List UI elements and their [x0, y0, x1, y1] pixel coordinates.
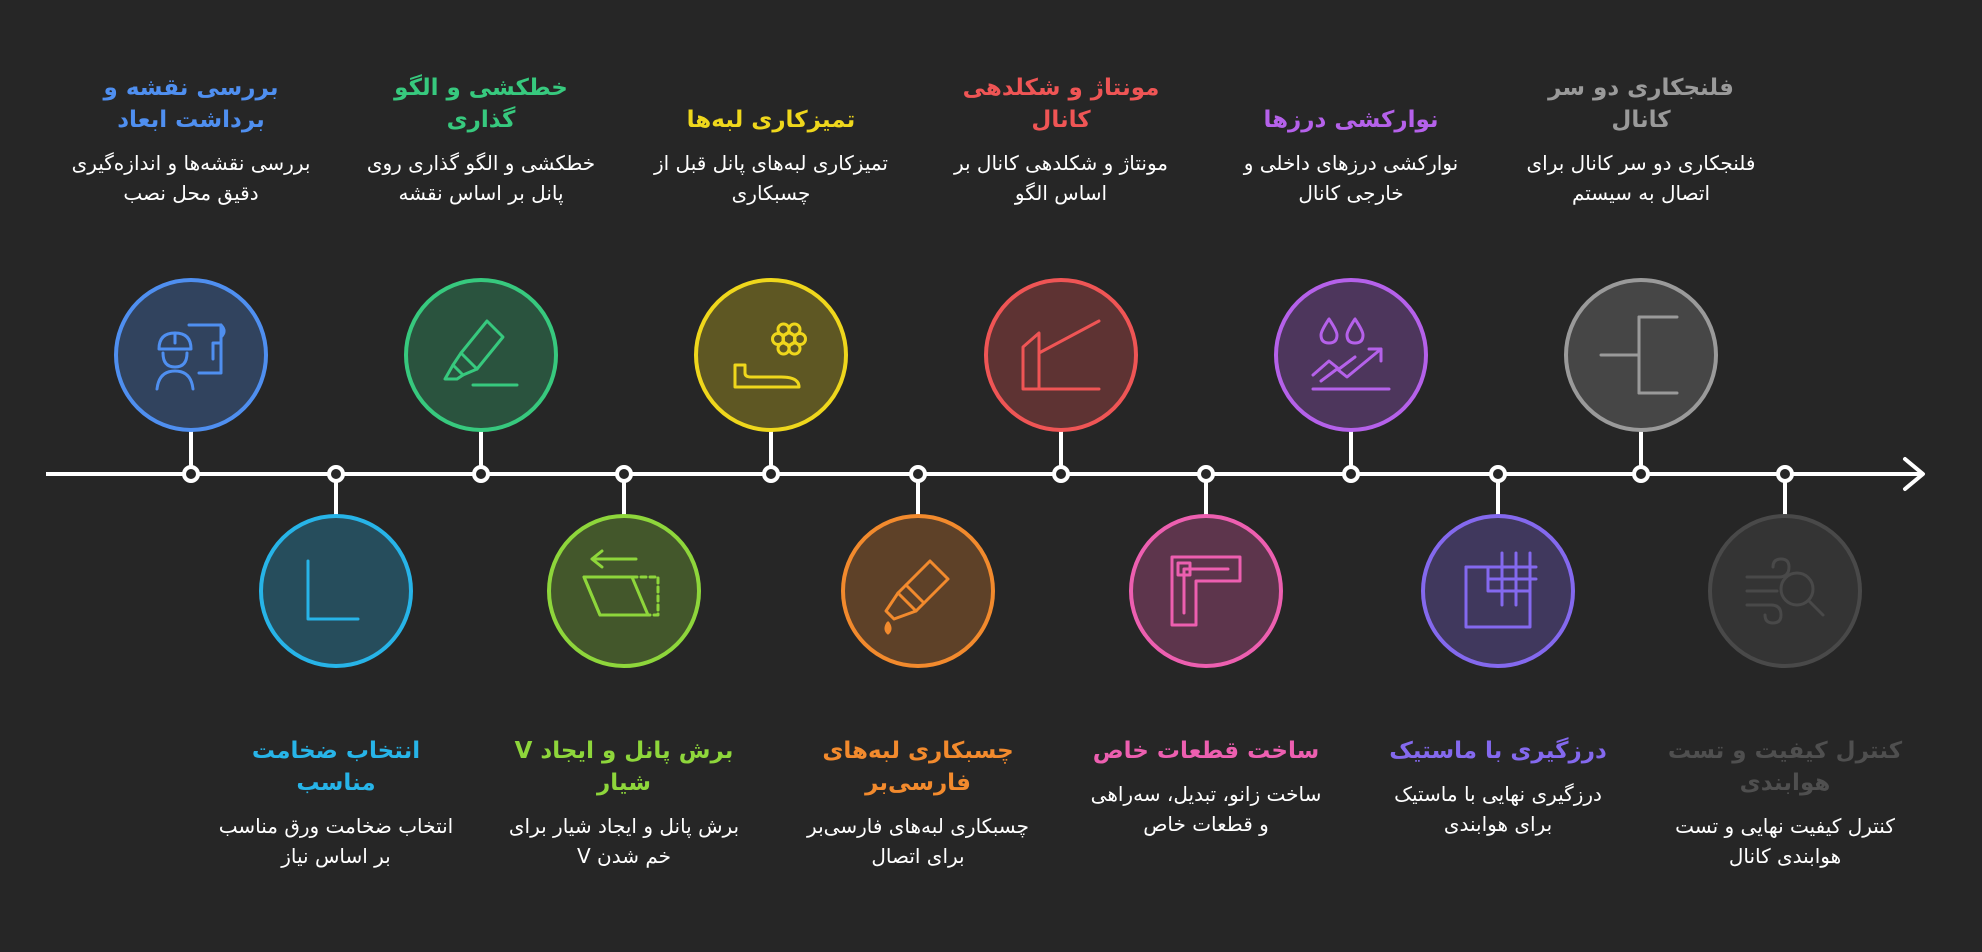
timeline-node	[1776, 465, 1794, 483]
step-description: ساخت زانو، تبدیل، سه‌راهی و قطعات خاص	[1090, 782, 1322, 836]
step-title: کنترل کیفیت و تست هوابندی	[1667, 738, 1903, 796]
step-title: بررسی نقشه و برداشت ابعاد	[103, 75, 279, 133]
step-text-block: بررسی نقشه و برداشت ابعاد بررسی نقشه‌ها و…	[71, 72, 311, 208]
step-title: تمیزکاری لبه‌ها	[686, 107, 856, 133]
flange-icon	[1599, 315, 1679, 395]
step-circle	[841, 514, 995, 668]
timeline-arrowhead	[1903, 457, 1925, 491]
step-description: خطکشی و الگو گذاری روی پانل بر اساس نقشه	[366, 151, 596, 205]
air-inspection-icon	[1745, 557, 1825, 625]
step-text-block: خطکشی و الگو گذاری خطکشی و الگو گذاری روی…	[361, 72, 601, 208]
timeline-node	[762, 465, 780, 483]
timeline-node	[472, 465, 490, 483]
timeline-node	[182, 465, 200, 483]
step-description: برش پانل و ایجاد شیار برای خم شدن V	[508, 814, 740, 868]
step-title: انتخاب ضخامت مناسب	[251, 738, 421, 796]
step-text-block: تمیزکاری لبه‌ها تمیزکاری لبه‌های پانل قبل…	[651, 104, 891, 208]
step-text-block: کنترل کیفیت و تست هوابندی کنترل کیفیت نها…	[1665, 735, 1905, 871]
timeline-node	[1489, 465, 1507, 483]
step-description: نوارکشی درزهای داخلی و خارجی کانال	[1243, 151, 1459, 205]
step-text-block: ساخت قطعات خاص ساخت زانو، تبدیل، سه‌راهی …	[1086, 735, 1326, 839]
step-title: فلنجکاری دو سر کانال	[1548, 75, 1734, 133]
step-text-block: برش پانل و ایجاد V شیار برش پانل و ایجاد …	[504, 735, 744, 871]
step-circle	[1274, 278, 1428, 432]
timeline-node	[615, 465, 633, 483]
step-description: انتخاب ضخامت ورق مناسب بر اساس نیاز	[218, 814, 454, 868]
edge-cleaning-icon	[733, 322, 807, 389]
step-description: چسبکاری لبه‌های فارسی‌بر برای اتصال	[807, 814, 1029, 868]
step-description: مونتاژ و شکلدهی کانال بر اساس الگو	[953, 151, 1169, 205]
duct-shape-icon	[1021, 319, 1101, 391]
step-description: درزگیری نهایی با ماستیک برای هوابندی	[1394, 782, 1602, 836]
step-circle	[984, 278, 1138, 432]
step-circle	[404, 278, 558, 432]
timeline-node	[1052, 465, 1070, 483]
step-text-block: نوارکشی درزها نوارکشی درزهای داخلی و خارج…	[1231, 104, 1471, 208]
panel-cut-icon	[582, 549, 660, 617]
step-circle	[1564, 278, 1718, 432]
step-title: خطکشی و الگو گذاری	[394, 75, 568, 133]
elbow-fitting-icon	[1170, 555, 1242, 627]
step-title: برش پانل و ایجاد V شیار	[514, 738, 734, 796]
step-text-block: فلنجکاری دو سر کانال فلنجکاری دو سر کانال…	[1521, 72, 1761, 208]
step-circle	[1708, 514, 1862, 668]
step-description: بررسی نقشه‌ها و اندازه‌گیری دقیق محل نصب	[71, 151, 311, 205]
corner-angle-icon	[306, 559, 360, 621]
step-circle	[259, 514, 413, 668]
step-text-block: انتخاب ضخامت مناسب انتخاب ضخامت ورق مناسب…	[216, 735, 456, 871]
step-circle	[547, 514, 701, 668]
timeline-node	[1632, 465, 1650, 483]
timeline-node	[327, 465, 345, 483]
step-title: درزگیری با ماستیک	[1389, 738, 1607, 764]
step-title: چسبکاری لبه‌های فارسی‌بر	[822, 738, 1014, 796]
step-circle	[114, 278, 268, 432]
seal-drops-icon	[1311, 317, 1391, 391]
mastic-grid-icon	[1464, 551, 1538, 629]
step-title: ساخت قطعات خاص	[1092, 738, 1320, 764]
timeline-node	[909, 465, 927, 483]
timeline-node	[1342, 465, 1360, 483]
step-description: فلنجکاری دو سر کانال برای اتصال به سیستم	[1526, 151, 1756, 205]
step-text-block: چسبکاری لبه‌های فارسی‌بر چسبکاری لبه‌های …	[798, 735, 1038, 871]
glue-bottle-icon	[884, 559, 950, 635]
step-text-block: درزگیری با ماستیک درزگیری نهایی با ماستیک…	[1378, 735, 1618, 839]
timeline-node	[1197, 465, 1215, 483]
step-circle	[1129, 514, 1283, 668]
step-description: کنترل کیفیت نهایی و تست هوابندی کانال	[1675, 814, 1895, 868]
step-description: تمیزکاری لبه‌های پانل قبل از چسبکاری	[653, 151, 889, 205]
engineer-blueprint-icon	[155, 323, 226, 391]
step-text-block: مونتاژ و شکلدهی کانال مونتاژ و شکلدهی کان…	[941, 72, 1181, 208]
highlighter-icon	[443, 319, 519, 387]
step-title: مونتاژ و شکلدهی کانال	[962, 75, 1160, 133]
step-circle	[694, 278, 848, 432]
step-title: نوارکشی درزها	[1263, 107, 1439, 133]
